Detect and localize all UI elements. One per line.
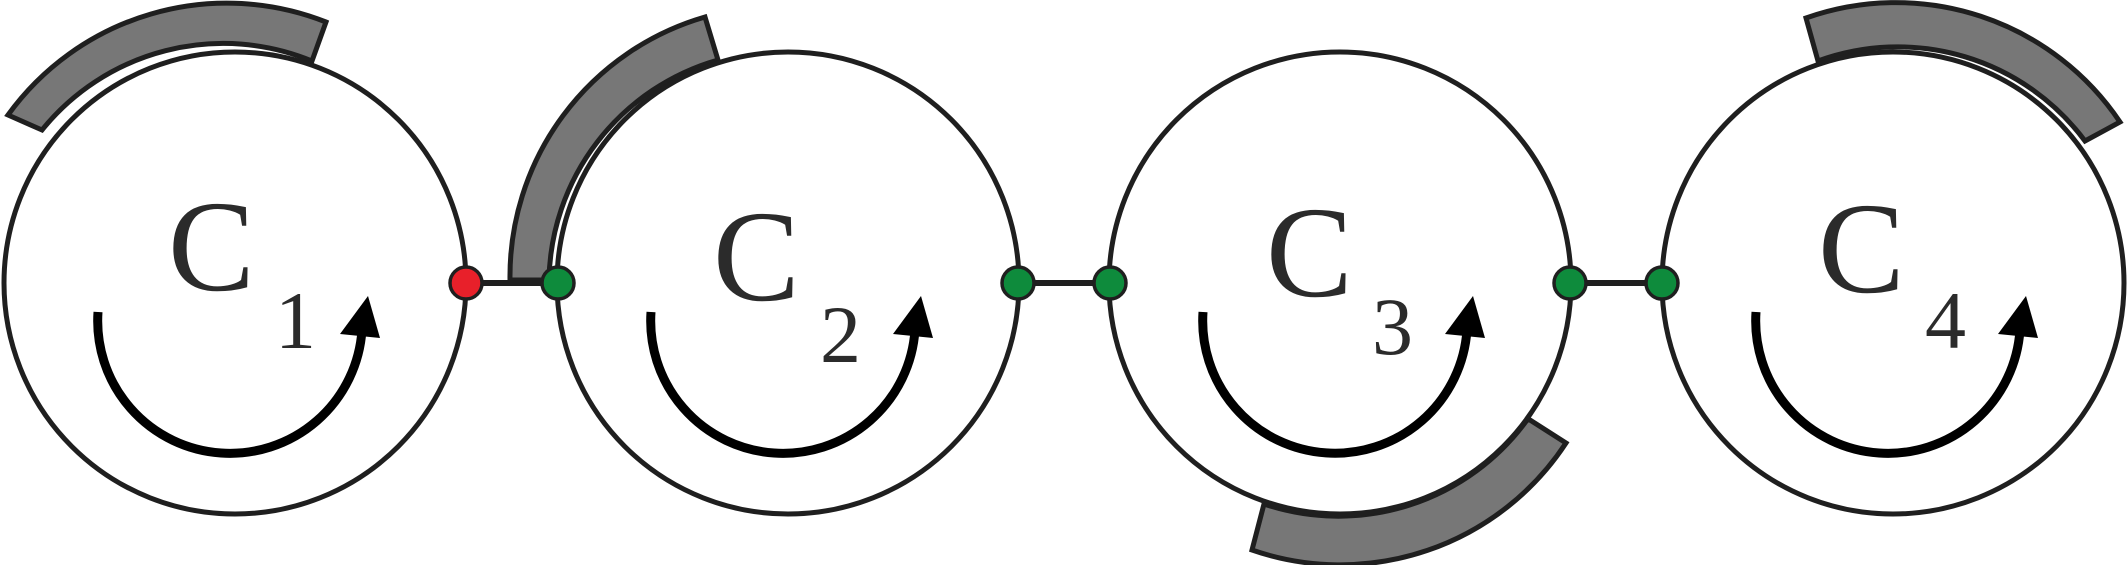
cog-2-label: C	[713, 185, 800, 329]
cog-4-arrowhead	[1998, 296, 2038, 338]
cog-1-rotation-arrow	[93, 311, 367, 458]
connector-c1-c2-right-node	[540, 265, 576, 301]
joint-nodes	[448, 265, 1680, 301]
cog-3-label: C	[1266, 181, 1353, 325]
cog-4-rotation-arrow	[1751, 311, 2025, 458]
cog-2-rotation-arrow	[646, 311, 920, 458]
cog-4-label: C	[1818, 177, 1905, 321]
cog-1-arc	[4, 0, 330, 134]
connector-c2-c3-left-node	[1000, 265, 1036, 301]
cog-4-arc	[1802, 0, 2124, 145]
connector-c3-c4-right-node	[1644, 265, 1680, 301]
rotation-arrows	[93, 296, 2038, 458]
cog-1-label: C	[168, 175, 255, 319]
cog-1-arrowhead	[340, 296, 380, 338]
cog-labels: C 1 C 2 C 3 C 4	[168, 175, 1966, 380]
cog-4-subscript: 4	[1925, 275, 1966, 366]
connector-c3-c4-left-node	[1552, 265, 1588, 301]
cog-2-arrowhead	[893, 296, 933, 338]
connector-c2-c3-right-node	[1092, 265, 1128, 301]
cog-1-subscript: 1	[275, 275, 316, 366]
highlight-arcs	[4, 0, 2124, 565]
cog-3-rotation-arrow	[1198, 311, 1472, 458]
cog-3-subscript: 3	[1372, 281, 1413, 372]
cog-2-subscript: 2	[820, 289, 861, 380]
cog-3-arrowhead	[1445, 296, 1485, 338]
connector-c1-c2-left-node	[448, 265, 484, 301]
